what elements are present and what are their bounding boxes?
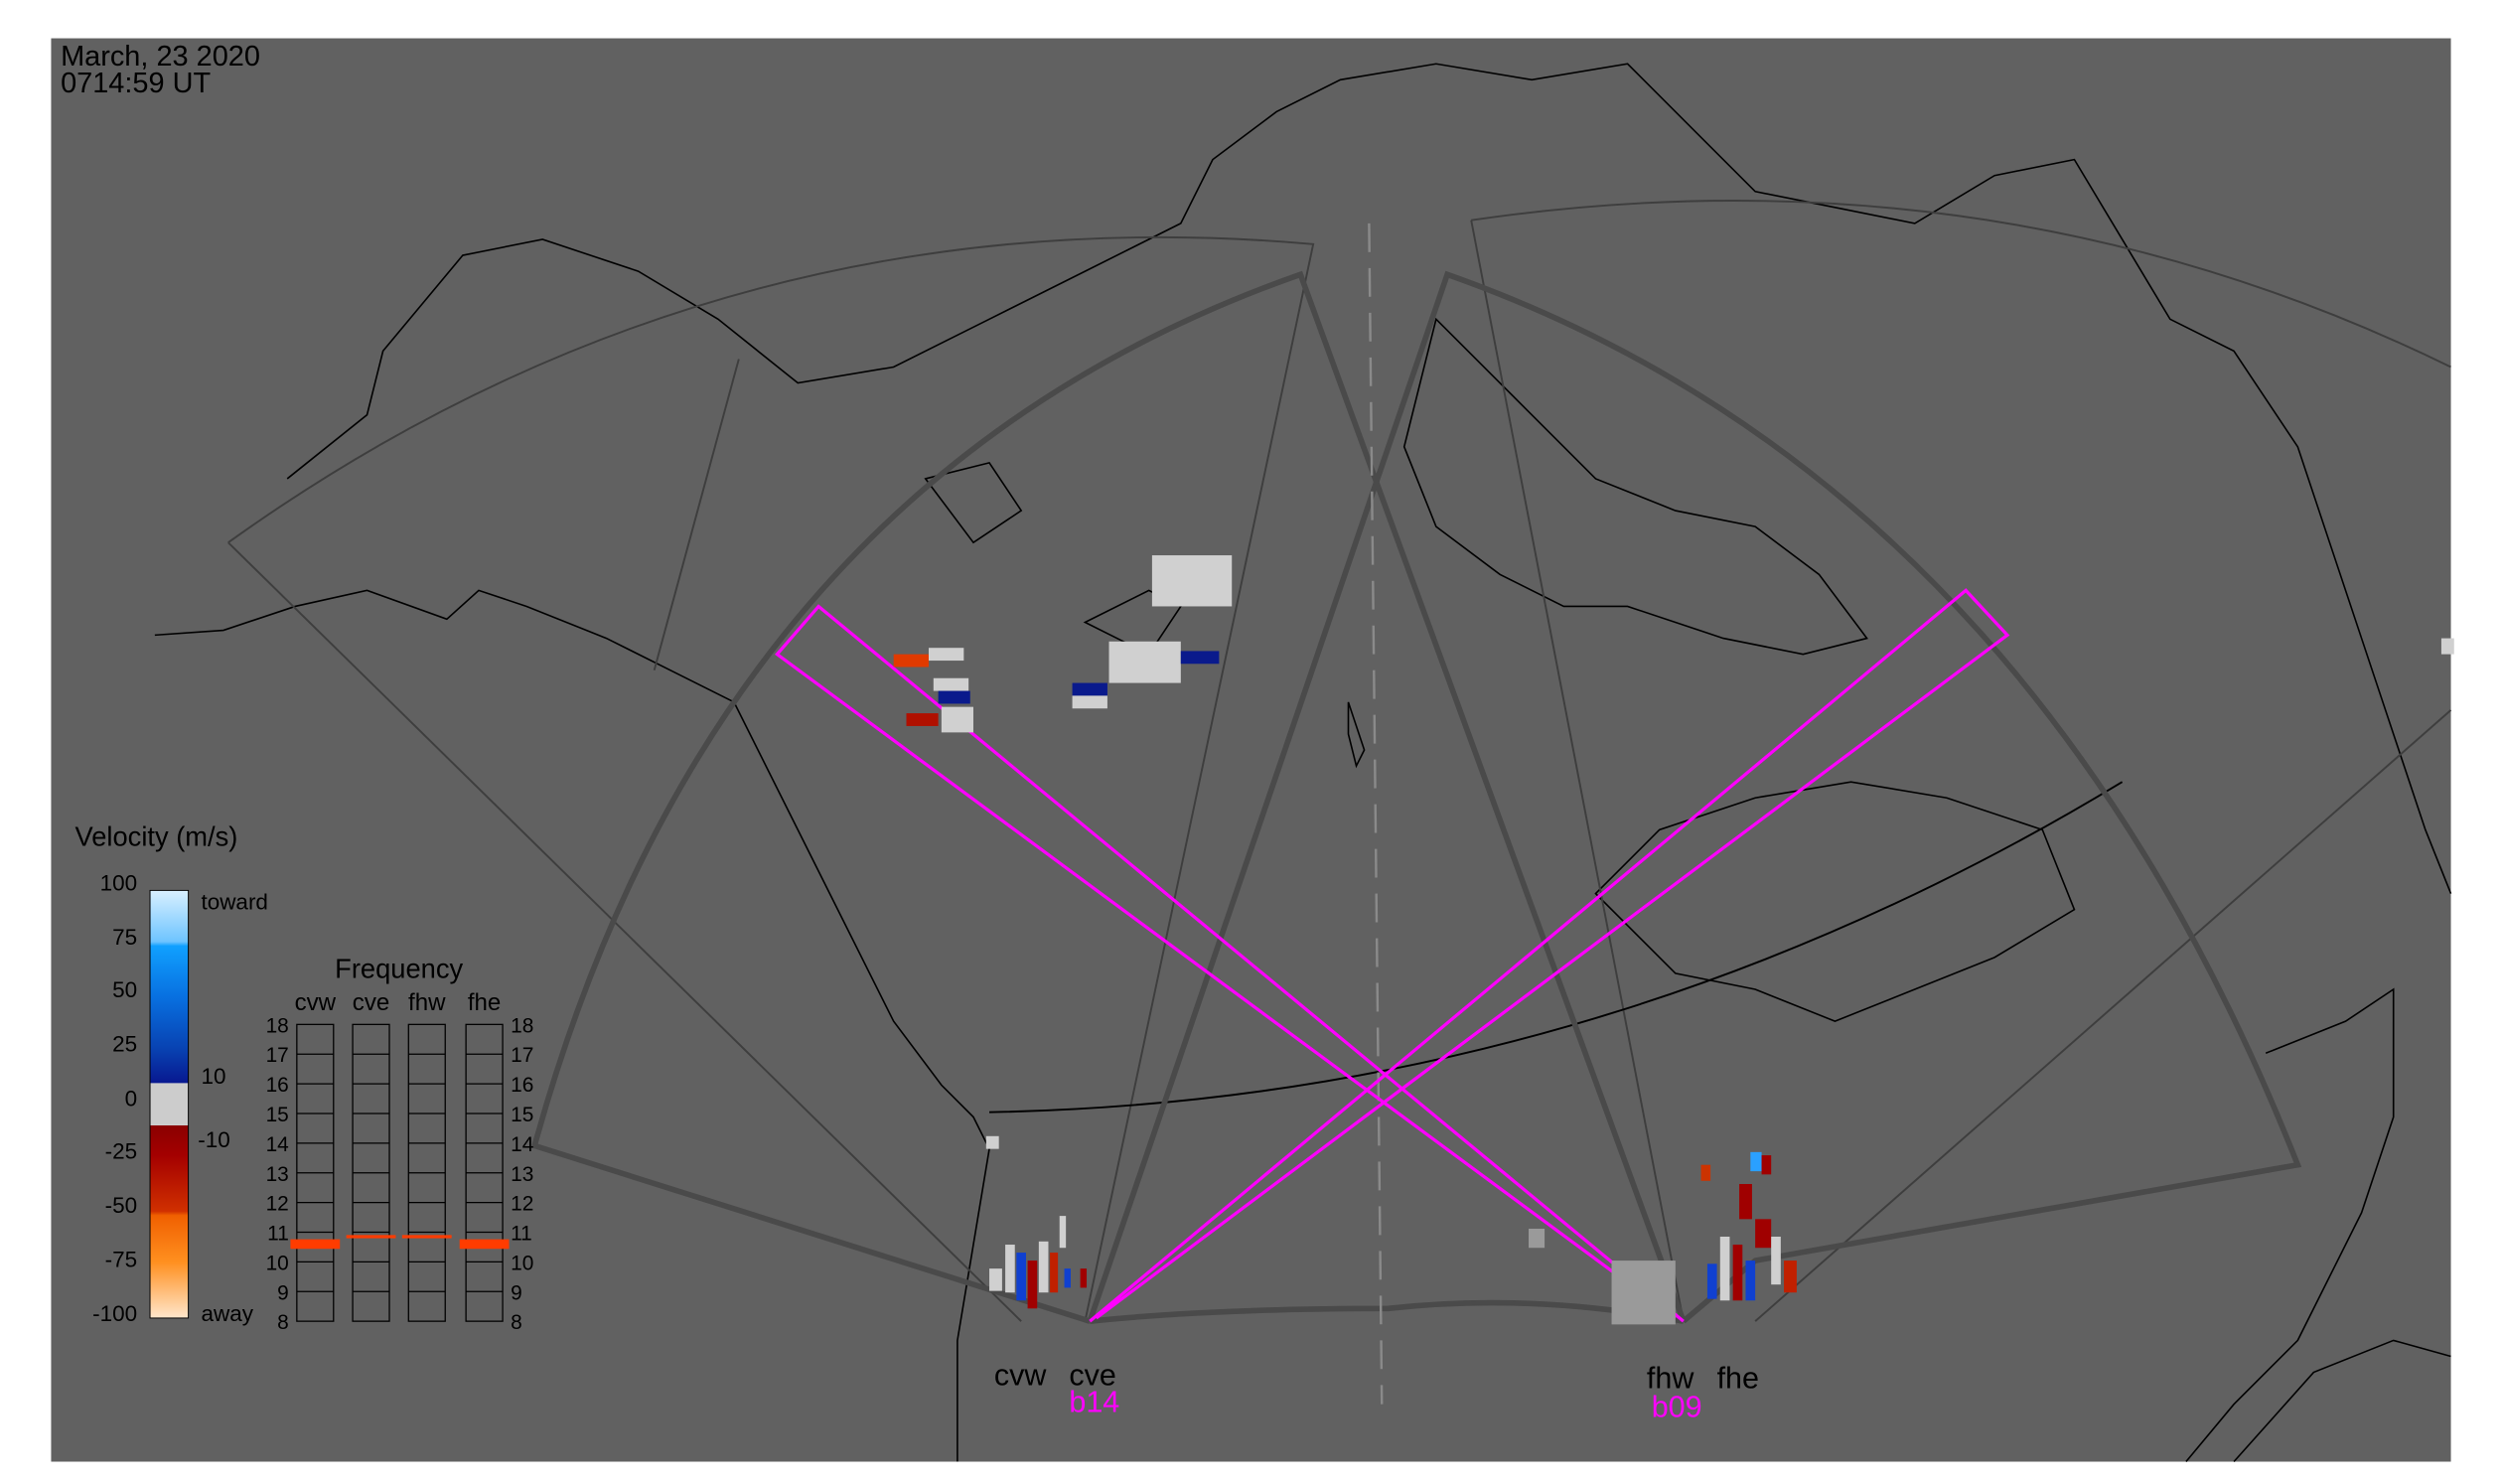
- threshold-pos-label: 10: [201, 1064, 225, 1089]
- velocity-ticks: 100 75 50 25 0 -25 -50 -75 -100: [92, 870, 137, 1326]
- frequency-marker: [459, 1239, 510, 1250]
- frequency-tick-left: 16: [266, 1074, 289, 1097]
- frequency-tick-right: 10: [511, 1252, 533, 1274]
- beam-b09: [775, 604, 1685, 1323]
- frequency-tick-left: 11: [267, 1223, 289, 1246]
- frequency-tick-right: 15: [511, 1104, 533, 1126]
- frequency-tick-right: 12: [511, 1193, 533, 1216]
- velocity-colorbar: [149, 889, 190, 1319]
- frequency-tick-left: 18: [266, 1014, 289, 1037]
- frequency-tick-left: 9: [277, 1281, 289, 1304]
- frequency-radar-label: cve: [353, 989, 389, 1016]
- frequency-tick-left: 14: [266, 1133, 289, 1156]
- coastlines: [154, 63, 2452, 1463]
- frequency-tick-right: 14: [511, 1133, 533, 1156]
- frequency-tick-right: 9: [511, 1281, 522, 1304]
- frequency-tick-left: 12: [266, 1193, 289, 1216]
- frequency-tick-right: 18: [511, 1014, 533, 1037]
- fan-outlines-thick: [530, 270, 2302, 1324]
- frequency-tick-left: 10: [266, 1252, 289, 1274]
- frequency-tick-right: 11: [511, 1223, 532, 1246]
- frequency-marker: [401, 1235, 452, 1239]
- fan-outlines-thin: [227, 200, 2452, 1322]
- velocity-tick: 100: [100, 870, 138, 895]
- frequency-title: Frequency: [335, 954, 463, 984]
- frequency-tick-right: 13: [511, 1163, 533, 1186]
- frequency-tick-left: 15: [266, 1104, 289, 1126]
- beam-outlines: [775, 588, 2010, 1323]
- velocity-legend-title: Velocity (m/s): [75, 820, 238, 851]
- beam-b14: [1089, 588, 2010, 1323]
- beam-b09-label: b09: [1652, 1391, 1702, 1424]
- time-label: 0714:59 UT: [61, 68, 211, 99]
- velocity-tick: 0: [125, 1086, 138, 1111]
- velocity-tick: -100: [92, 1301, 137, 1326]
- frequency-tick-left: 13: [266, 1163, 289, 1186]
- frequency-radar-label: fhw: [408, 989, 446, 1016]
- frequency-marker: [346, 1235, 396, 1239]
- frequency-tick-right: 8: [511, 1311, 522, 1334]
- frequency-marker: [290, 1239, 341, 1250]
- velocity-tick: -75: [105, 1248, 137, 1272]
- site-fhe-label: fhe: [1717, 1362, 1759, 1396]
- frequency-tick-left: 17: [266, 1044, 289, 1067]
- velocity-tick: 25: [112, 1032, 137, 1057]
- velocity-tick: 75: [112, 925, 137, 950]
- site-fhw-label: fhw: [1647, 1362, 1694, 1396]
- frequency-tick-right: 16: [511, 1074, 533, 1097]
- map-background: [51, 38, 2451, 1462]
- date-label: March, 23 2020: [61, 41, 260, 73]
- meridian-dashed: [1368, 223, 1384, 1405]
- threshold-neg-label: -10: [198, 1127, 229, 1152]
- toward-label: toward: [201, 890, 268, 915]
- frequency-radar-label: cvw: [295, 989, 337, 1016]
- frequency-tick-right: 17: [511, 1044, 533, 1067]
- away-label: away: [201, 1301, 253, 1326]
- site-cvw-label: cvw: [994, 1358, 1048, 1392]
- site-cve-label: cve: [1069, 1358, 1116, 1392]
- scatter-cells: [893, 555, 2454, 1325]
- frequency-tick-left: 8: [277, 1311, 289, 1334]
- velocity-tick: -50: [105, 1193, 137, 1218]
- velocity-tick: -25: [105, 1138, 137, 1163]
- velocity-tick: 50: [112, 977, 137, 1002]
- beam-b14-label: b14: [1069, 1386, 1119, 1419]
- frequency-radar-label: fhe: [468, 989, 501, 1016]
